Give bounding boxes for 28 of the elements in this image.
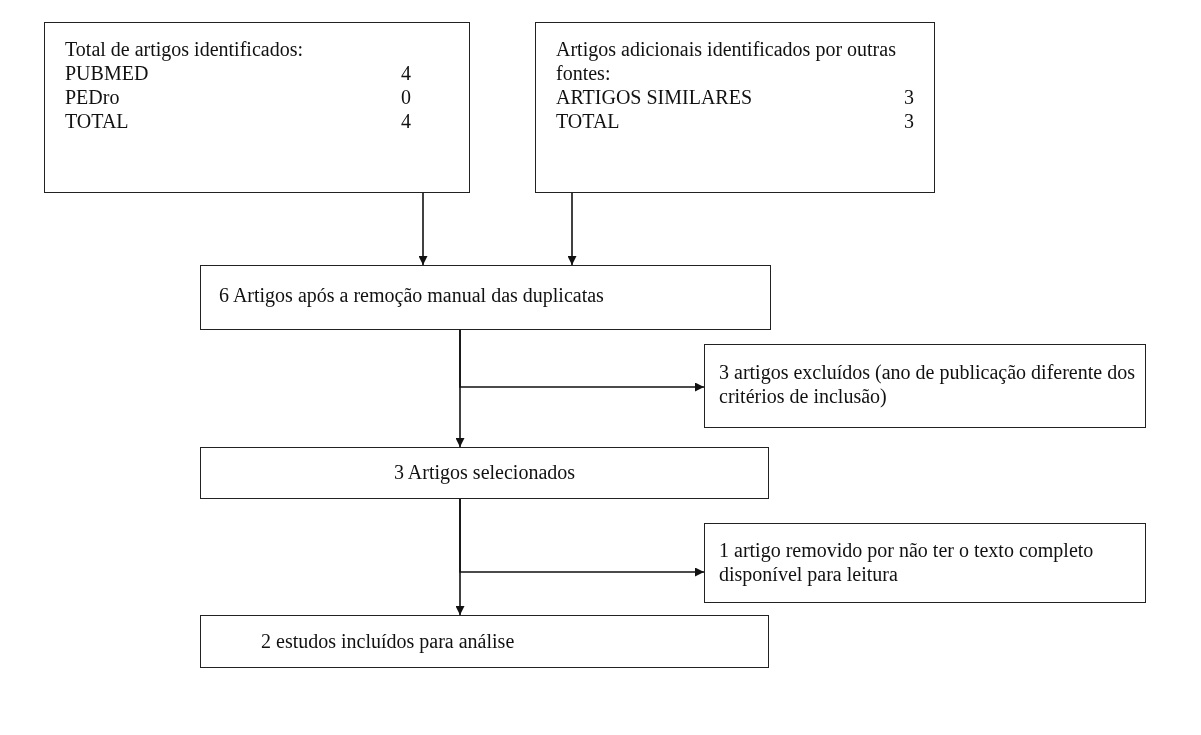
source-name: TOTAL <box>556 109 621 133</box>
box-text: 6 Artigos após a remoção manual das duplicatas <box>219 283 605 307</box>
source-box <box>44 22 470 193</box>
box-text: 2 estudos incluídos para análise <box>261 629 516 653</box>
exclusion-box <box>704 523 1146 603</box>
source-box <box>535 22 935 193</box>
article-count: 3 <box>904 85 914 109</box>
process-box <box>200 615 769 668</box>
box-text: 3 artigos excluídos (ano de publicação diferente dos critérios de inclusão) <box>719 360 1135 408</box>
exclusion-box <box>704 344 1146 428</box>
box-heading: Artigos adicionais identificados por outras fontes: <box>556 37 897 85</box>
process-box <box>200 447 769 499</box>
source-name: PUBMED <box>65 61 150 85</box>
article-count: 4 <box>401 109 411 133</box>
box-text: 3 Artigos selecionados <box>392 460 577 484</box>
source-name: PEDro <box>65 85 121 109</box>
article-count: 0 <box>401 85 411 109</box>
article-count: 3 <box>904 109 914 133</box>
arrow <box>459 498 705 577</box>
source-name: TOTAL <box>65 109 130 133</box>
process-box <box>200 265 771 330</box>
source-name: ARTIGOS SIMILARES <box>556 85 754 109</box>
arrow <box>418 192 428 266</box>
article-count: 4 <box>401 61 411 85</box>
box-text: 1 artigo removido por não ter o texto completo disponível para leitura <box>719 538 1095 586</box>
arrow <box>567 192 577 266</box>
arrow <box>459 329 705 392</box>
box-heading: Total de artigos identificados: <box>65 37 304 61</box>
